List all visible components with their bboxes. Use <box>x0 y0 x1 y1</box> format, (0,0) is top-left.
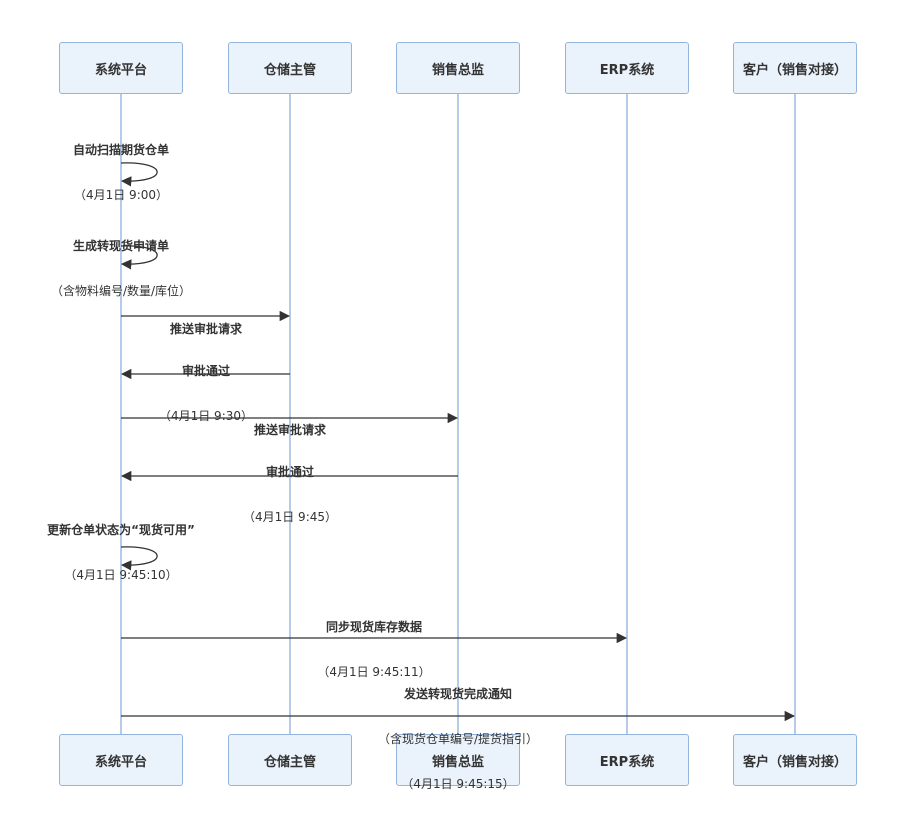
self-message-arrow <box>120 546 158 571</box>
message-text: 审批通过 <box>181 364 230 378</box>
actor-top-customer: 客户（销售对接） <box>733 42 857 94</box>
message-text: 自动扫描期货仓单 <box>72 143 169 157</box>
message-text: 审批通过 <box>265 465 314 479</box>
actor-bottom-warehouse: 仓储主管 <box>228 734 352 786</box>
actor-top-erp: ERP系统 <box>565 42 689 94</box>
message-label: 推送审批请求 <box>121 393 459 468</box>
message-text: 发送转现货完成通知 <box>403 687 512 701</box>
message-text: 推送审批请求 <box>253 423 326 437</box>
message-text: 同步现货库存数据 <box>325 620 422 634</box>
self-message-arrow <box>120 245 158 270</box>
message-label: 同步现货库存数据 （4月1日 9:45:11） <box>121 590 627 710</box>
message-time: （4月1日 9:45:11） <box>317 665 431 679</box>
message-label: 审批通过 （4月1日 9:30） <box>121 334 291 454</box>
message-label: 自动扫描期货仓单 （4月1日 9:00） <box>39 113 203 233</box>
actor-top-platform: 系统平台 <box>59 42 183 94</box>
message-label: 发送转现货完成通知 （含现货仓单编号/提货指引） （4月1日 9:45:15） <box>121 657 795 822</box>
actor-top-sales: 销售总监 <box>396 42 520 94</box>
message-time: （4月1日 9:00） <box>73 188 169 202</box>
message-label: 更新仓单状态为“现货可用” （4月1日 9:45:10） <box>21 493 221 613</box>
actor-bottom-erp: ERP系统 <box>565 734 689 786</box>
actor-top-warehouse: 仓储主管 <box>228 42 352 94</box>
message-label: 审批通过 （4月1日 9:45） <box>121 435 459 555</box>
message-text: 更新仓单状态为“现货可用” <box>47 523 195 537</box>
message-time: （4月1日 9:45:15） <box>401 777 515 791</box>
message-text: 生成转现货申请单 <box>72 239 169 253</box>
self-message-arrow <box>120 162 158 187</box>
message-time: （4月1日 9:30） <box>158 409 254 423</box>
message-text: 推送审批请求 <box>169 322 242 336</box>
message-label: 生成转现货申请单 （含物料编号/数量/库位） <box>21 209 221 329</box>
actor-bottom-sales: 销售总监 <box>396 734 520 786</box>
message-detail: （含物料编号/数量/库位） <box>50 284 192 298</box>
message-time: （4月1日 9:45:10） <box>64 568 178 582</box>
actor-bottom-platform: 系统平台 <box>59 734 183 786</box>
message-label: 推送审批请求 <box>121 292 291 367</box>
message-detail: （含现货仓单编号/提货指引） <box>377 732 539 746</box>
message-time: （4月1日 9:45） <box>242 510 338 524</box>
actor-bottom-customer: 客户（销售对接） <box>733 734 857 786</box>
